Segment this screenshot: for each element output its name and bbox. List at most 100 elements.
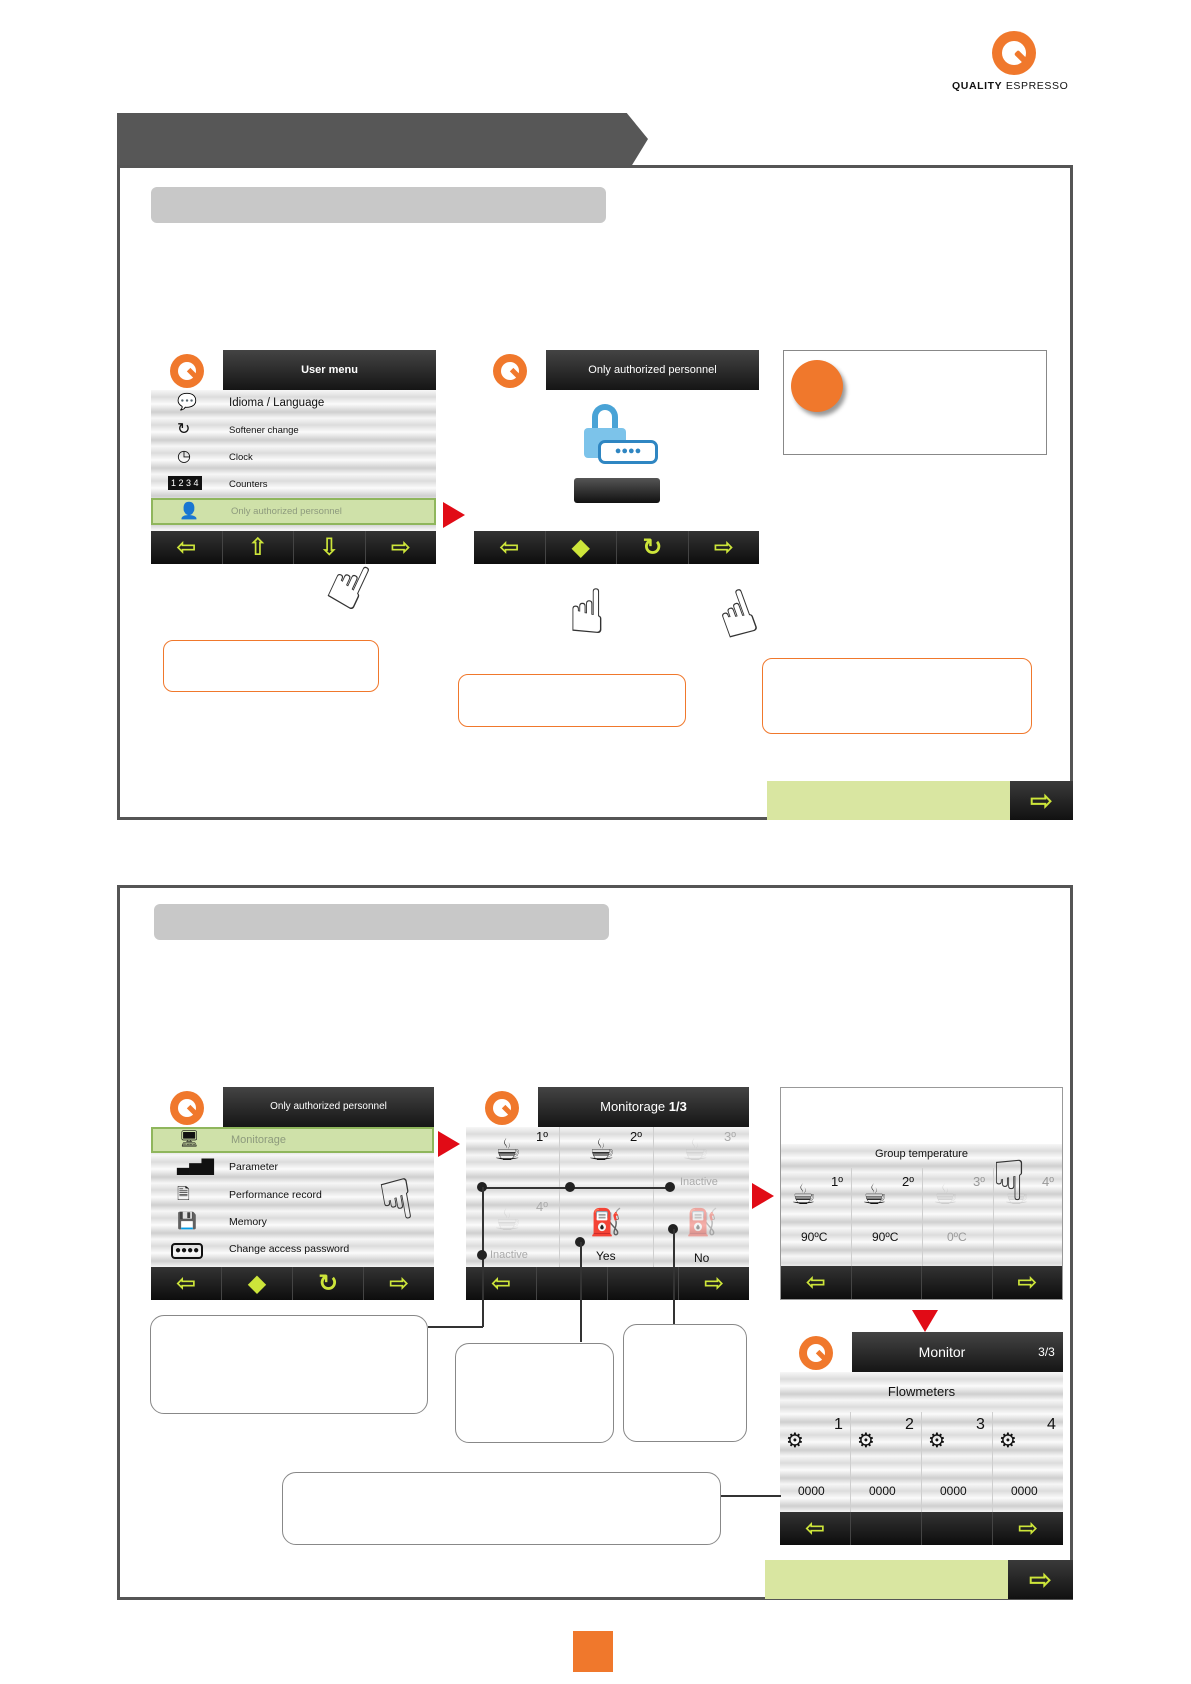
nav-ok-button[interactable]: ◆ [222,1267,293,1300]
screen-nav-bar: ⇦ ◆ ↻ ⇨ [151,1267,434,1300]
nav-reset-button[interactable]: ↻ [293,1267,364,1300]
screen-title: Monitor [918,1344,966,1360]
flowmeter-icon: ⚙ [999,1430,1017,1452]
menu-item-performance[interactable]: 🗎Performance record [177,1186,322,1203]
q-logo-icon [493,354,527,388]
connector-line [721,1495,781,1497]
speech-bubble-icon: 💬 [177,394,197,411]
nav-right-button[interactable]: ⇨ [388,1270,410,1297]
menu-item-softener[interactable]: ↻Softener change [177,421,299,438]
nav-left-button[interactable]: ⇦ [474,531,546,564]
nav-reset-button[interactable]: ↻ [617,531,689,564]
screen-nav-bar: ⇦ ⇨ [466,1267,749,1300]
nav-left-button[interactable]: ⇦ [780,1512,851,1545]
nav-right-button[interactable]: ⇨ [1017,1515,1039,1542]
boiler-cell: ⛽No [686,1207,719,1265]
connector-line [428,1326,483,1328]
flowmeter-icon: ⚙ [786,1430,804,1452]
nav-left-button[interactable]: ⇦ [466,1267,537,1300]
screen-title: Group temperature [875,1148,968,1160]
password-input[interactable] [574,478,660,503]
callout-box [623,1324,747,1442]
coffee-group-icon: ☕ [791,1179,817,1210]
menu-list: 🖥Monitorage ▃▅▇Parameter 🗎Performance re… [151,1127,434,1267]
nav-right-button[interactable]: ⇨ [703,1270,725,1297]
counter-digits-icon: 1 2 3 4 [168,476,202,490]
group-cell: ☕4º [1004,1174,1054,1210]
coffee-group-icon: ☕ [862,1179,888,1210]
flow-arrow-icon [438,1131,460,1157]
screen-subtitle: Flowmeters [887,1384,956,1399]
connector-dot [665,1182,675,1192]
coffee-group-icon: ☕ [933,1179,959,1210]
menu-list: 💬Idioma / Language ↻Softener change ◷Clo… [151,390,436,531]
screen-page: 3/3 [1038,1345,1055,1359]
flow-arrow-down-icon [912,1310,938,1332]
nav-left-button[interactable]: ⇦ [781,1266,852,1299]
next-page-button[interactable]: ⇨ [1008,1560,1073,1599]
boiler-cell: ⛽Yes [560,1197,654,1267]
nav-right-button[interactable]: ⇨ [390,534,411,561]
nav-down-button[interactable]: ⇩ [294,531,366,564]
next-bar [765,1560,1008,1599]
panel2-title-bar [154,904,609,940]
screen-title: User menu [301,364,358,376]
nav-left-button[interactable]: ⇦ [151,531,223,564]
screen-authorized-menu: Only authorized personnel 🖥Monitorage ▃▅… [151,1087,434,1300]
screen-user-menu: User menu 💬Idioma / Language ↻Softener c… [151,350,436,564]
screen-nav-bar: ⇦ ⇨ [780,1512,1063,1545]
menu-item-language[interactable]: 💬Idioma / Language [177,394,325,411]
brand-logo-icon [992,31,1036,75]
password-area: ●●●● [474,390,759,531]
screen-logo [474,350,546,390]
nav-right-button[interactable]: ⇨ [1017,1269,1038,1296]
screen-logo [780,1332,852,1372]
q-logo-icon [799,1336,833,1370]
nav-right-button[interactable]: ⇨ [713,534,734,561]
nav-left-button[interactable]: ⇦ [151,1267,222,1300]
q-logo-icon [170,354,204,388]
screen-nav-bar: ⇦ ⇨ [781,1266,1062,1299]
menu-item-authorized[interactable]: 👤Only authorized personnel [151,498,436,525]
connector-line [580,1242,582,1342]
screen-nav-bar: ⇦ ◆ ↻ ⇨ [474,531,759,564]
next-bar [767,781,1010,820]
nav-ok-button[interactable]: ◆ [546,531,617,564]
callout-box [163,640,379,692]
pointing-hand-icon: ☝ [568,578,606,647]
screen-title: Monitorage 1/3 [600,1099,687,1114]
section-header-bar [117,113,648,165]
callout-box [458,674,686,727]
monitor-icon: 🖥 [179,1131,200,1148]
callout-box [455,1343,614,1443]
q-logo-icon [170,1091,204,1125]
screen-logo [151,350,223,390]
document-icon: 🗎 [177,1186,190,1203]
boiler-icon: ⛽ [686,1207,719,1237]
menu-item-memory[interactable]: 💾Memory [177,1213,267,1230]
next-page-button[interactable]: ⇨ [1010,781,1073,820]
menu-item-clock[interactable]: ◷Clock [177,448,253,465]
password-dots-icon: ●●●● [598,440,658,464]
menu-item-monitorage[interactable]: 🖥Monitorage [151,1127,434,1153]
flow-arrow-icon [443,502,465,528]
flow-arrow-icon [752,1183,774,1209]
menu-item-change-password[interactable]: ●●●●Change access password [151,1236,434,1263]
screen-title: Only authorized personnel [588,364,717,376]
panel1-title-bar [151,187,606,223]
group-cell: ☕1º [466,1127,560,1197]
connector-line [673,1229,675,1327]
nav-up-button[interactable]: ⇧ [223,531,294,564]
menu-item-parameter[interactable]: ▃▅▇Parameter [177,1158,279,1175]
